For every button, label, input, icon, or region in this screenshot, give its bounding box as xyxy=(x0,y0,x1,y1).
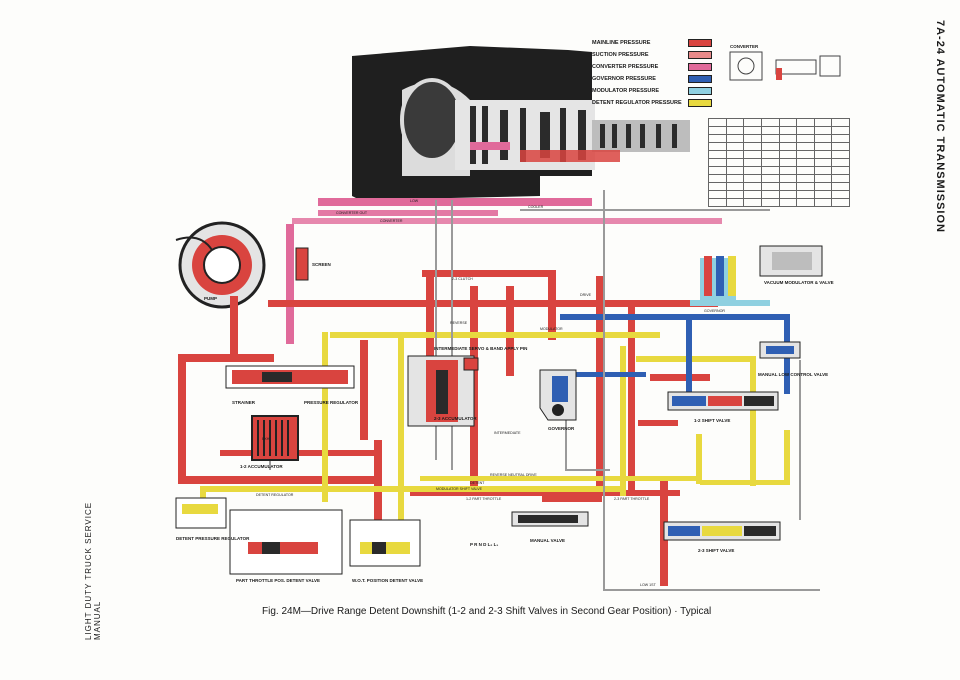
vacuum-modulator-label: VACUUM MODULATOR & VALVE xyxy=(764,280,834,285)
accumulator-23-label: 2-3 ACCUMULATOR xyxy=(434,416,477,421)
pump-label: PUMP xyxy=(204,296,217,301)
shift-valve-23 xyxy=(663,521,781,541)
line-exh: EXH xyxy=(262,437,270,441)
pressure-regulator-label: PRESSURE REGULATOR xyxy=(304,400,359,405)
manual-valve-label: MANUAL VALVE xyxy=(530,538,565,543)
line-low-1st: LOW 1ST xyxy=(640,583,657,587)
manual-low-control-label: MANUAL LOW CONTROL VALVE xyxy=(758,372,828,377)
converter-label: CONVERTER xyxy=(730,44,759,49)
legend-label: GOVERNOR PRESSURE xyxy=(592,76,656,82)
pressure-legend: MAINLINE PRESSURE SUCTION PRESSURE CONVERT… xyxy=(592,38,712,110)
legend-label: MODULATOR PRESSURE xyxy=(592,88,660,94)
wot-label: W.O.T. POSITION DETENT VALVE xyxy=(352,578,423,583)
legend-swatch xyxy=(688,39,712,47)
page-header: 7A-24 AUTOMATIC TRANSMISSION xyxy=(934,20,946,233)
legend-label: CONVERTER PRESSURE xyxy=(592,64,659,70)
legend-swatch xyxy=(688,63,712,71)
line-low: LOW xyxy=(410,199,419,203)
gear-range-table xyxy=(708,118,850,207)
line-modulator: MODULATOR xyxy=(540,327,563,331)
shift-12-label: 1-2 SHIFT VALVE xyxy=(694,418,730,423)
line-detent-regulator: DETENT REGULATOR xyxy=(256,493,294,497)
line-governor: GOVERNOR xyxy=(704,309,725,313)
line-modulator-shift: MODULATOR SHIFT VALVE xyxy=(436,487,483,491)
governor-assembly xyxy=(539,369,577,421)
line-converter: CONVERTER xyxy=(380,219,403,223)
part-throttle-label: PART THROTTLE POS. DETENT VALVE xyxy=(236,578,320,583)
legend-label: SUCTION PRESSURE xyxy=(592,52,649,58)
line-intermediate: INTERMEDIATE xyxy=(494,431,521,435)
legend-row: DETENT REGULATOR PRESSURE xyxy=(592,98,712,108)
legend-label: DETENT REGULATOR PRESSURE xyxy=(592,100,682,106)
figure-caption: Fig. 24M—Drive Range Detent Downshift (1… xyxy=(262,606,712,617)
legend-swatch xyxy=(688,75,712,83)
intermediate-servo xyxy=(407,355,479,427)
pressure-regulator-valve xyxy=(225,365,355,389)
accumulator-12-label: 1-2 ACCUMULATOR xyxy=(240,464,283,469)
legend-row: SUCTION PRESSURE xyxy=(592,50,712,60)
legend-label: MAINLINE PRESSURE xyxy=(592,40,651,46)
detent-regulator-label: DETENT PRESSURE REGULATOR xyxy=(176,536,250,541)
legend-row: CONVERTER PRESSURE xyxy=(592,62,712,72)
line-part-throttle-23: 2-3 PART THROTTLE xyxy=(614,497,650,501)
intermediate-servo-label: INTERMEDIATE SERVO & BAND APPLY PIN xyxy=(434,346,527,351)
legend-row: GOVERNOR PRESSURE xyxy=(592,74,712,84)
legend-row: MODULATOR PRESSURE xyxy=(592,86,712,96)
shift-valve-12 xyxy=(667,391,779,411)
governor-label: GOVERNOR xyxy=(548,426,575,431)
legend-swatch xyxy=(688,99,712,107)
shift-23-label: 2-3 SHIFT VALVE xyxy=(698,548,734,553)
pump-assembly xyxy=(175,221,266,309)
strainer-accumulator xyxy=(251,415,299,461)
page-footer: LIGHT DUTY TRUCK SERVICE MANUAL xyxy=(84,501,102,640)
line-drive: DRIVE xyxy=(580,293,592,297)
manual-positions-label: P R N D L₂ L₁ xyxy=(470,542,498,547)
converter-detail xyxy=(729,51,841,81)
line-reverse-neutral-drive: REVERSE NEUTRAL DRIVE xyxy=(490,473,537,477)
manual-valve xyxy=(511,511,589,527)
screen-label: SCREEN xyxy=(312,262,331,267)
legend-swatch xyxy=(688,51,712,59)
legend-row: MAINLINE PRESSURE xyxy=(592,38,712,48)
transmission-cross-section xyxy=(352,46,690,200)
strainer-label: STRAINER xyxy=(232,400,256,405)
line-reverse: REVERSE xyxy=(450,321,468,325)
legend-swatch xyxy=(688,87,712,95)
line-converter-out: CONVERTER OUT xyxy=(336,211,368,215)
manual-low-control-valve xyxy=(759,341,801,359)
line-detent: DETENT xyxy=(470,481,485,485)
screen-element xyxy=(295,247,309,281)
line-cooler: COOLER xyxy=(528,205,544,209)
line-part-throttle-12: 1-2 PART THROTTLE xyxy=(466,497,502,501)
vacuum-modulator xyxy=(704,245,823,296)
line-clutch-23: 2-3 CLUTCH xyxy=(452,277,473,281)
